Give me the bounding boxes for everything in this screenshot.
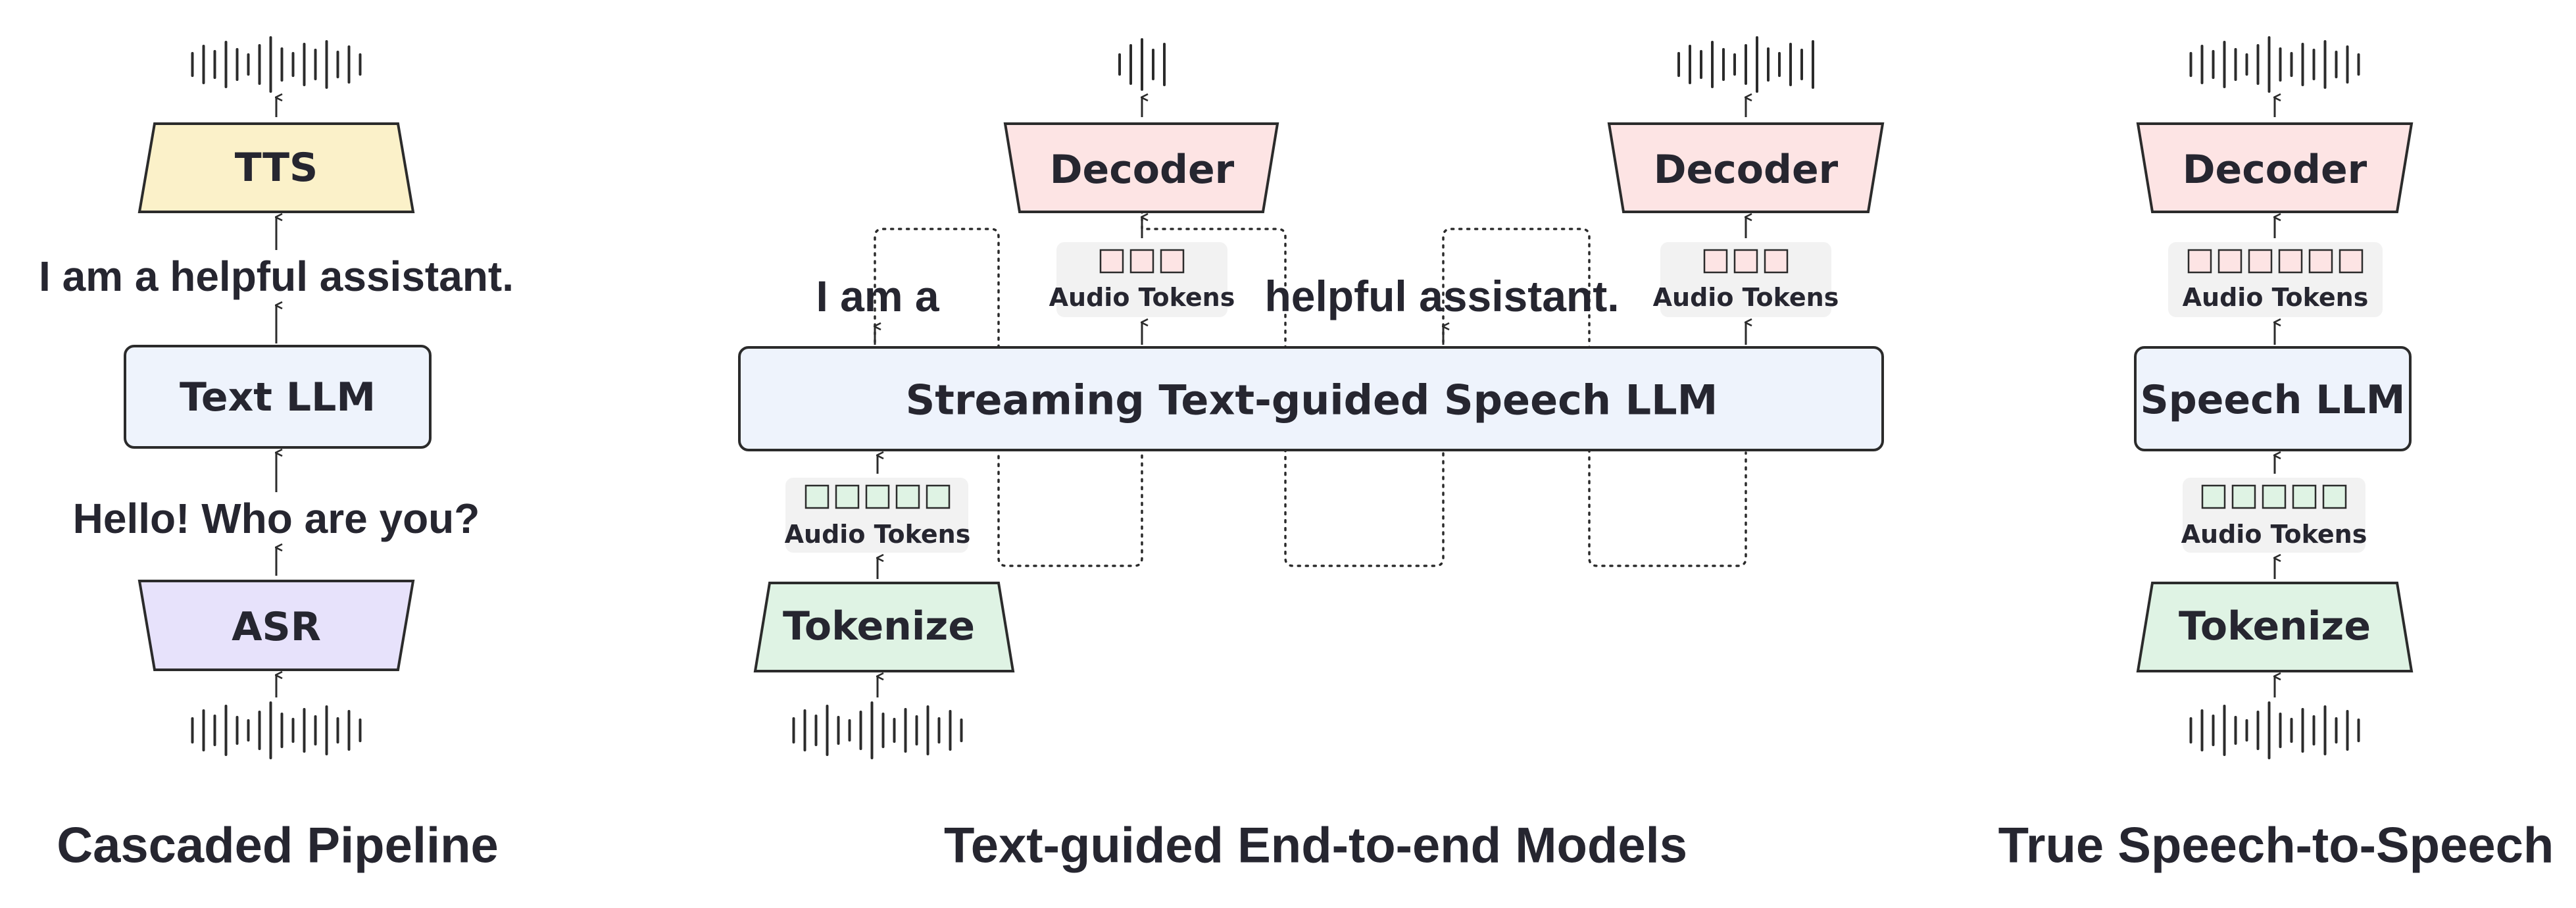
audio-token-square bbox=[895, 484, 920, 509]
audio-token-square bbox=[2187, 249, 2212, 274]
audio-token-square bbox=[2248, 249, 2273, 274]
audio-token-square bbox=[2308, 249, 2333, 274]
audio-tokens-label: Audio Tokens bbox=[1049, 283, 1235, 312]
tokenize-box: Tokenize bbox=[753, 582, 1015, 672]
audio-tokens-panel-out-1: Audio Tokens bbox=[1049, 242, 1235, 317]
true-s2s-title: True Speech-to-Speech bbox=[1998, 818, 2554, 874]
speech-llm-label: Speech LLM bbox=[2141, 377, 2406, 423]
true-speech-to-speech: Decoder Audio Tokens Speech LLM Audio To… bbox=[1998, 36, 2554, 874]
tokenize-label: Tokenize bbox=[2179, 603, 2371, 649]
audio-tokens-label: Audio Tokens bbox=[1653, 283, 1839, 312]
tokenize-label: Tokenize bbox=[783, 603, 975, 649]
audio-tokens-label: Audio Tokens bbox=[785, 520, 971, 549]
audio-token-square bbox=[1733, 249, 1758, 274]
text-guided-title: Text-guided End-to-end Models bbox=[944, 818, 1687, 874]
waveform-icon bbox=[1677, 36, 1814, 93]
cascaded-input-text: Hello! Who are you? bbox=[73, 495, 480, 542]
audio-tokens-panel-in: Audio Tokens bbox=[2181, 478, 2367, 553]
audio-token-square bbox=[926, 484, 951, 509]
audio-tokens-label: Audio Tokens bbox=[2183, 283, 2369, 312]
audio-token-square bbox=[2217, 249, 2242, 274]
audio-tokens-panel-out: Audio Tokens bbox=[2168, 242, 2383, 317]
text-guided-models: Decoder Audio Tokens I am a helpful assi… bbox=[738, 36, 1885, 874]
audio-token-square bbox=[2201, 484, 2226, 509]
audio-token-square bbox=[2262, 484, 2287, 509]
streaming-llm-box: Streaming Text-guided Speech LLM bbox=[738, 346, 1884, 451]
audio-tokens-label: Audio Tokens bbox=[2181, 520, 2367, 549]
decoder-label: Decoder bbox=[2183, 147, 2367, 193]
waveform-icon bbox=[2189, 36, 2360, 93]
streaming-llm-label: Streaming Text-guided Speech LLM bbox=[906, 376, 1718, 424]
audio-token-square bbox=[2322, 484, 2347, 509]
asr-box: ASR bbox=[137, 580, 415, 671]
waveform-icon bbox=[191, 701, 362, 759]
tts-label: TTS bbox=[235, 145, 318, 191]
audio-token-square bbox=[1160, 249, 1185, 274]
waveform-icon bbox=[1118, 38, 1166, 91]
audio-token-square bbox=[2292, 484, 2317, 509]
text-chunk-1: I am a bbox=[816, 272, 939, 320]
decoder-box: Decoder bbox=[2136, 122, 2414, 213]
feedback-loop-2 bbox=[1141, 209, 1445, 567]
audio-token-square bbox=[835, 484, 860, 509]
waveform-icon bbox=[792, 701, 963, 759]
feedback-loop-1 bbox=[874, 228, 1143, 567]
cascaded-pipeline-title: Cascaded Pipeline bbox=[57, 818, 499, 874]
audio-token-square bbox=[865, 484, 890, 509]
cascaded-output-text: I am a helpful assistant. bbox=[39, 253, 514, 300]
audio-tokens-panel-out-2: Audio Tokens bbox=[1653, 242, 1839, 317]
asr-label: ASR bbox=[232, 604, 321, 650]
speech-llm-box: Speech LLM bbox=[2134, 346, 2412, 451]
tokenize-box: Tokenize bbox=[2136, 582, 2414, 672]
audio-token-square bbox=[2231, 484, 2256, 509]
decoder-box-1: Decoder bbox=[1003, 122, 1279, 213]
waveform-icon bbox=[2189, 701, 2360, 759]
audio-token-square bbox=[1129, 249, 1154, 274]
audio-token-square bbox=[2278, 249, 2303, 274]
audio-token-square bbox=[805, 484, 830, 509]
cascaded-pipeline: TTS I am a helpful assistant. Text LLM H… bbox=[39, 36, 514, 874]
audio-token-square bbox=[1764, 249, 1789, 274]
text-llm-box: Text LLM bbox=[124, 345, 432, 449]
decoder-box-2: Decoder bbox=[1607, 122, 1885, 213]
audio-token-square bbox=[1099, 249, 1124, 274]
audio-tokens-panel-in: Audio Tokens bbox=[785, 478, 971, 553]
decoder-label: Decoder bbox=[1050, 147, 1235, 193]
decoder-label: Decoder bbox=[1654, 147, 1839, 193]
tts-box: TTS bbox=[137, 122, 415, 213]
text-llm-label: Text LLM bbox=[180, 374, 376, 420]
text-chunk-2: helpful assistant. bbox=[1264, 272, 1619, 320]
audio-token-square bbox=[2339, 249, 2364, 274]
audio-token-square bbox=[1703, 249, 1728, 274]
waveform-icon bbox=[191, 36, 362, 93]
